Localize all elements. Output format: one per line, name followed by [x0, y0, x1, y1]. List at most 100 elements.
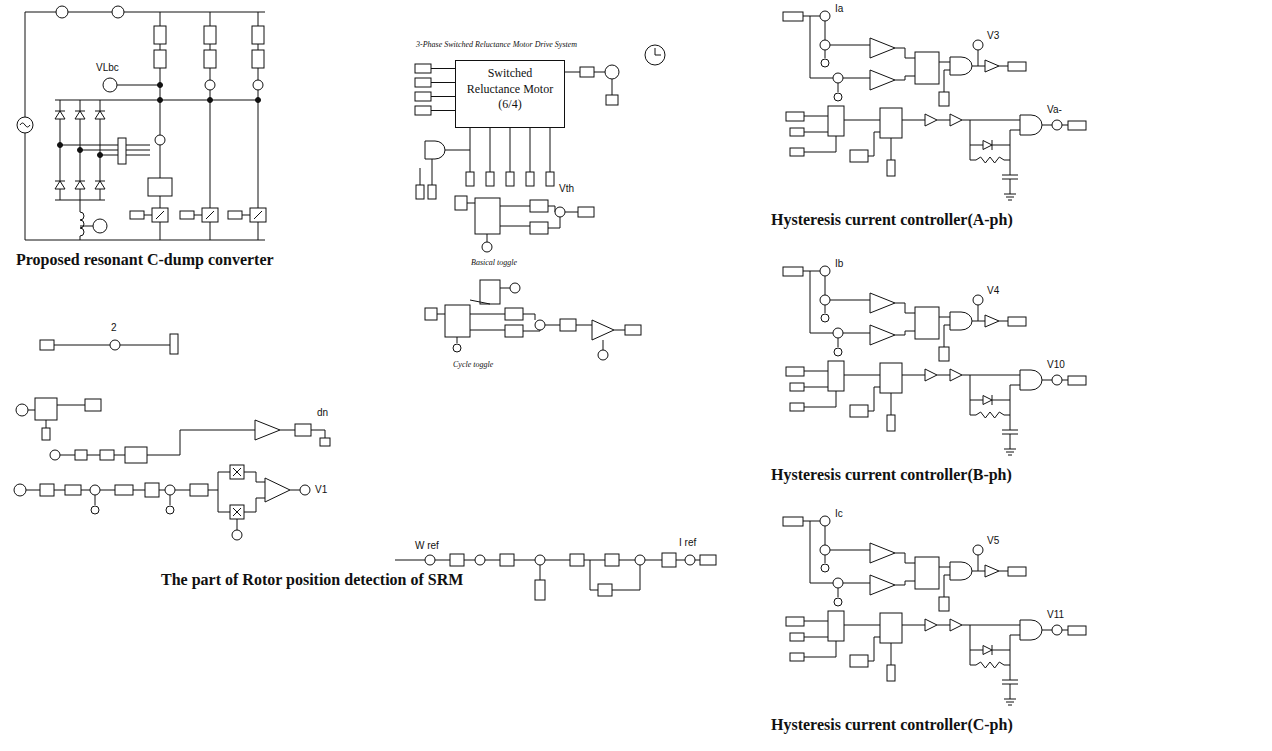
- buffer-symbol: [985, 60, 999, 72]
- wire: [1010, 635, 1020, 636]
- switch-symbol: [206, 211, 214, 219]
- meter-symbol: [425, 555, 435, 565]
- wire: [1004, 415, 1010, 416]
- block-symbol: [546, 172, 554, 186]
- wire: [80, 226, 93, 227]
- wire: [804, 621, 828, 622]
- input-block: [783, 267, 803, 276]
- wire: [804, 641, 836, 657]
- caption-text: Hysteresis current controller(B-ph): [770, 465, 1013, 484]
- wire: [1010, 684, 1011, 693]
- wire: [87, 455, 100, 456]
- sum-symbol: [820, 295, 830, 305]
- limiter-block: [662, 553, 676, 567]
- wire: [895, 48, 915, 58]
- pulse-source: [295, 424, 311, 436]
- diode-symbol: [983, 646, 992, 655]
- wire: [614, 330, 625, 331]
- pulse-source: [850, 150, 868, 162]
- block-symbol: [570, 554, 584, 566]
- caption-text: Hysteresis current controller(A-ph): [770, 210, 1014, 229]
- input-block: [783, 12, 803, 21]
- wire: [147, 430, 255, 455]
- wire: [937, 625, 950, 626]
- wire: [565, 72, 580, 73]
- wire: [1004, 665, 1010, 666]
- wire: [467, 203, 475, 204]
- flip-flop: [445, 305, 470, 337]
- source-symbol: [834, 93, 842, 101]
- wire: [868, 132, 880, 156]
- mux-block: [828, 361, 844, 391]
- output-block: [1068, 121, 1086, 130]
- and-gate: [950, 562, 972, 580]
- wire: [895, 331, 915, 335]
- wire: [470, 330, 505, 331]
- wire: [891, 393, 892, 415]
- wire: [939, 62, 950, 63]
- output-block: [625, 325, 641, 335]
- junction-dot: [158, 98, 163, 103]
- signal-name: VLbc: [95, 62, 120, 74]
- wire: [594, 72, 605, 73]
- wire: [244, 498, 265, 512]
- sum-symbol: [820, 40, 830, 50]
- wire: [810, 16, 833, 78]
- wire: [970, 665, 976, 666]
- wire: [60, 145, 150, 146]
- wire: [944, 325, 945, 347]
- wire: [530, 128, 531, 172]
- block-symbol: [887, 415, 895, 431]
- wire: [902, 375, 925, 376]
- block-symbol: [170, 334, 178, 354]
- wire: [804, 132, 828, 133]
- wire: [1010, 385, 1011, 430]
- wire: [868, 637, 880, 661]
- wire: [844, 625, 880, 626]
- buffer-symbol: [925, 619, 937, 631]
- wire: [804, 116, 828, 117]
- flip-flop: [915, 557, 939, 589]
- meter-symbol: [91, 506, 99, 514]
- transformer-block: [118, 138, 126, 164]
- multiplier-block: [233, 468, 241, 476]
- flip-flop: [915, 52, 939, 84]
- switch-symbol: [202, 208, 218, 222]
- wire: [95, 495, 96, 505]
- wire: [804, 371, 828, 372]
- wire: [280, 430, 295, 431]
- block-symbol: [320, 438, 330, 446]
- wire: [523, 330, 540, 331]
- meter-symbol: [103, 78, 117, 92]
- source-symbol: [17, 117, 33, 133]
- block-symbol: [939, 597, 949, 611]
- wire: [437, 314, 445, 315]
- resistor-symbol: [976, 412, 1004, 418]
- wire: [420, 168, 421, 185]
- wire: [60, 455, 75, 456]
- diode-symbol: [75, 111, 85, 112]
- block-symbol: [530, 200, 548, 212]
- winding-block: [154, 50, 166, 68]
- meter-symbol: [973, 40, 983, 50]
- wire: [891, 643, 892, 665]
- block-symbol: [40, 340, 54, 350]
- comparator-symbol: [265, 478, 290, 502]
- wire: [487, 234, 488, 242]
- diode-symbol: [55, 111, 65, 119]
- clock-symbol: [655, 55, 661, 56]
- wire: [895, 553, 915, 563]
- flip-flop: [480, 280, 500, 304]
- block-symbol: [65, 485, 81, 495]
- wire: [445, 150, 470, 151]
- wire: [80, 200, 81, 212]
- block-symbol: [790, 653, 804, 661]
- and-gate: [425, 141, 445, 159]
- diode-symbol: [75, 181, 85, 189]
- output-block: [578, 207, 594, 217]
- wire: [999, 321, 1008, 322]
- wire: [937, 120, 950, 121]
- block-symbol: [526, 172, 534, 186]
- diode-symbol: [55, 111, 65, 112]
- wire: [868, 387, 880, 411]
